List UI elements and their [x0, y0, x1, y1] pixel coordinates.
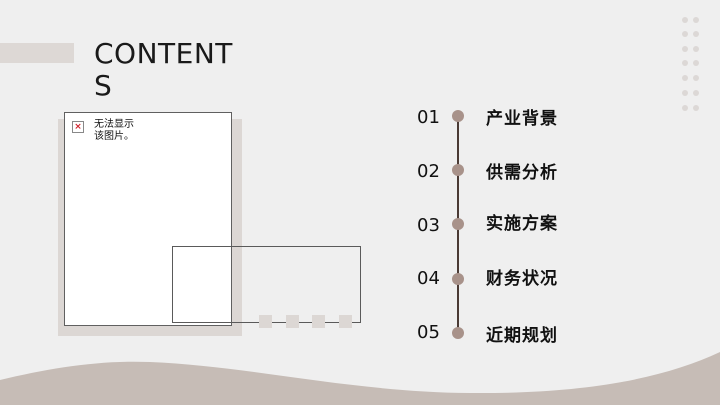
square-decoration	[259, 315, 272, 328]
toc-number: 04	[417, 268, 440, 289]
timeline-bullet-icon	[452, 110, 464, 122]
toc-label: 近期规划	[486, 326, 558, 346]
toc-number: 03	[417, 215, 440, 236]
toc-number: 01	[417, 107, 440, 128]
timeline-bullet-icon	[452, 164, 464, 176]
square-decoration	[286, 315, 299, 328]
toc-number: 05	[417, 322, 440, 343]
timeline-bullet-icon	[452, 327, 464, 339]
toc-number: 02	[417, 161, 440, 182]
image-placeholder: × 无法显示该图片。	[64, 112, 232, 326]
timeline-bullet-icon	[452, 273, 464, 285]
square-decoration	[312, 315, 325, 328]
image-error-text: 无法显示该图片。	[94, 119, 134, 142]
toc-label: 财务状况	[486, 269, 558, 289]
toc-label: 实施方案	[486, 214, 558, 234]
timeline-bullet-icon	[452, 218, 464, 230]
toc-label: 产业背景	[486, 109, 558, 129]
broken-image-icon: ×	[72, 121, 84, 133]
outline-frame-decoration	[172, 246, 361, 323]
title-accent-bar	[0, 43, 74, 63]
square-decoration	[339, 315, 352, 328]
page-title: CONTENTS	[94, 37, 233, 102]
toc-label: 供需分析	[486, 163, 558, 183]
